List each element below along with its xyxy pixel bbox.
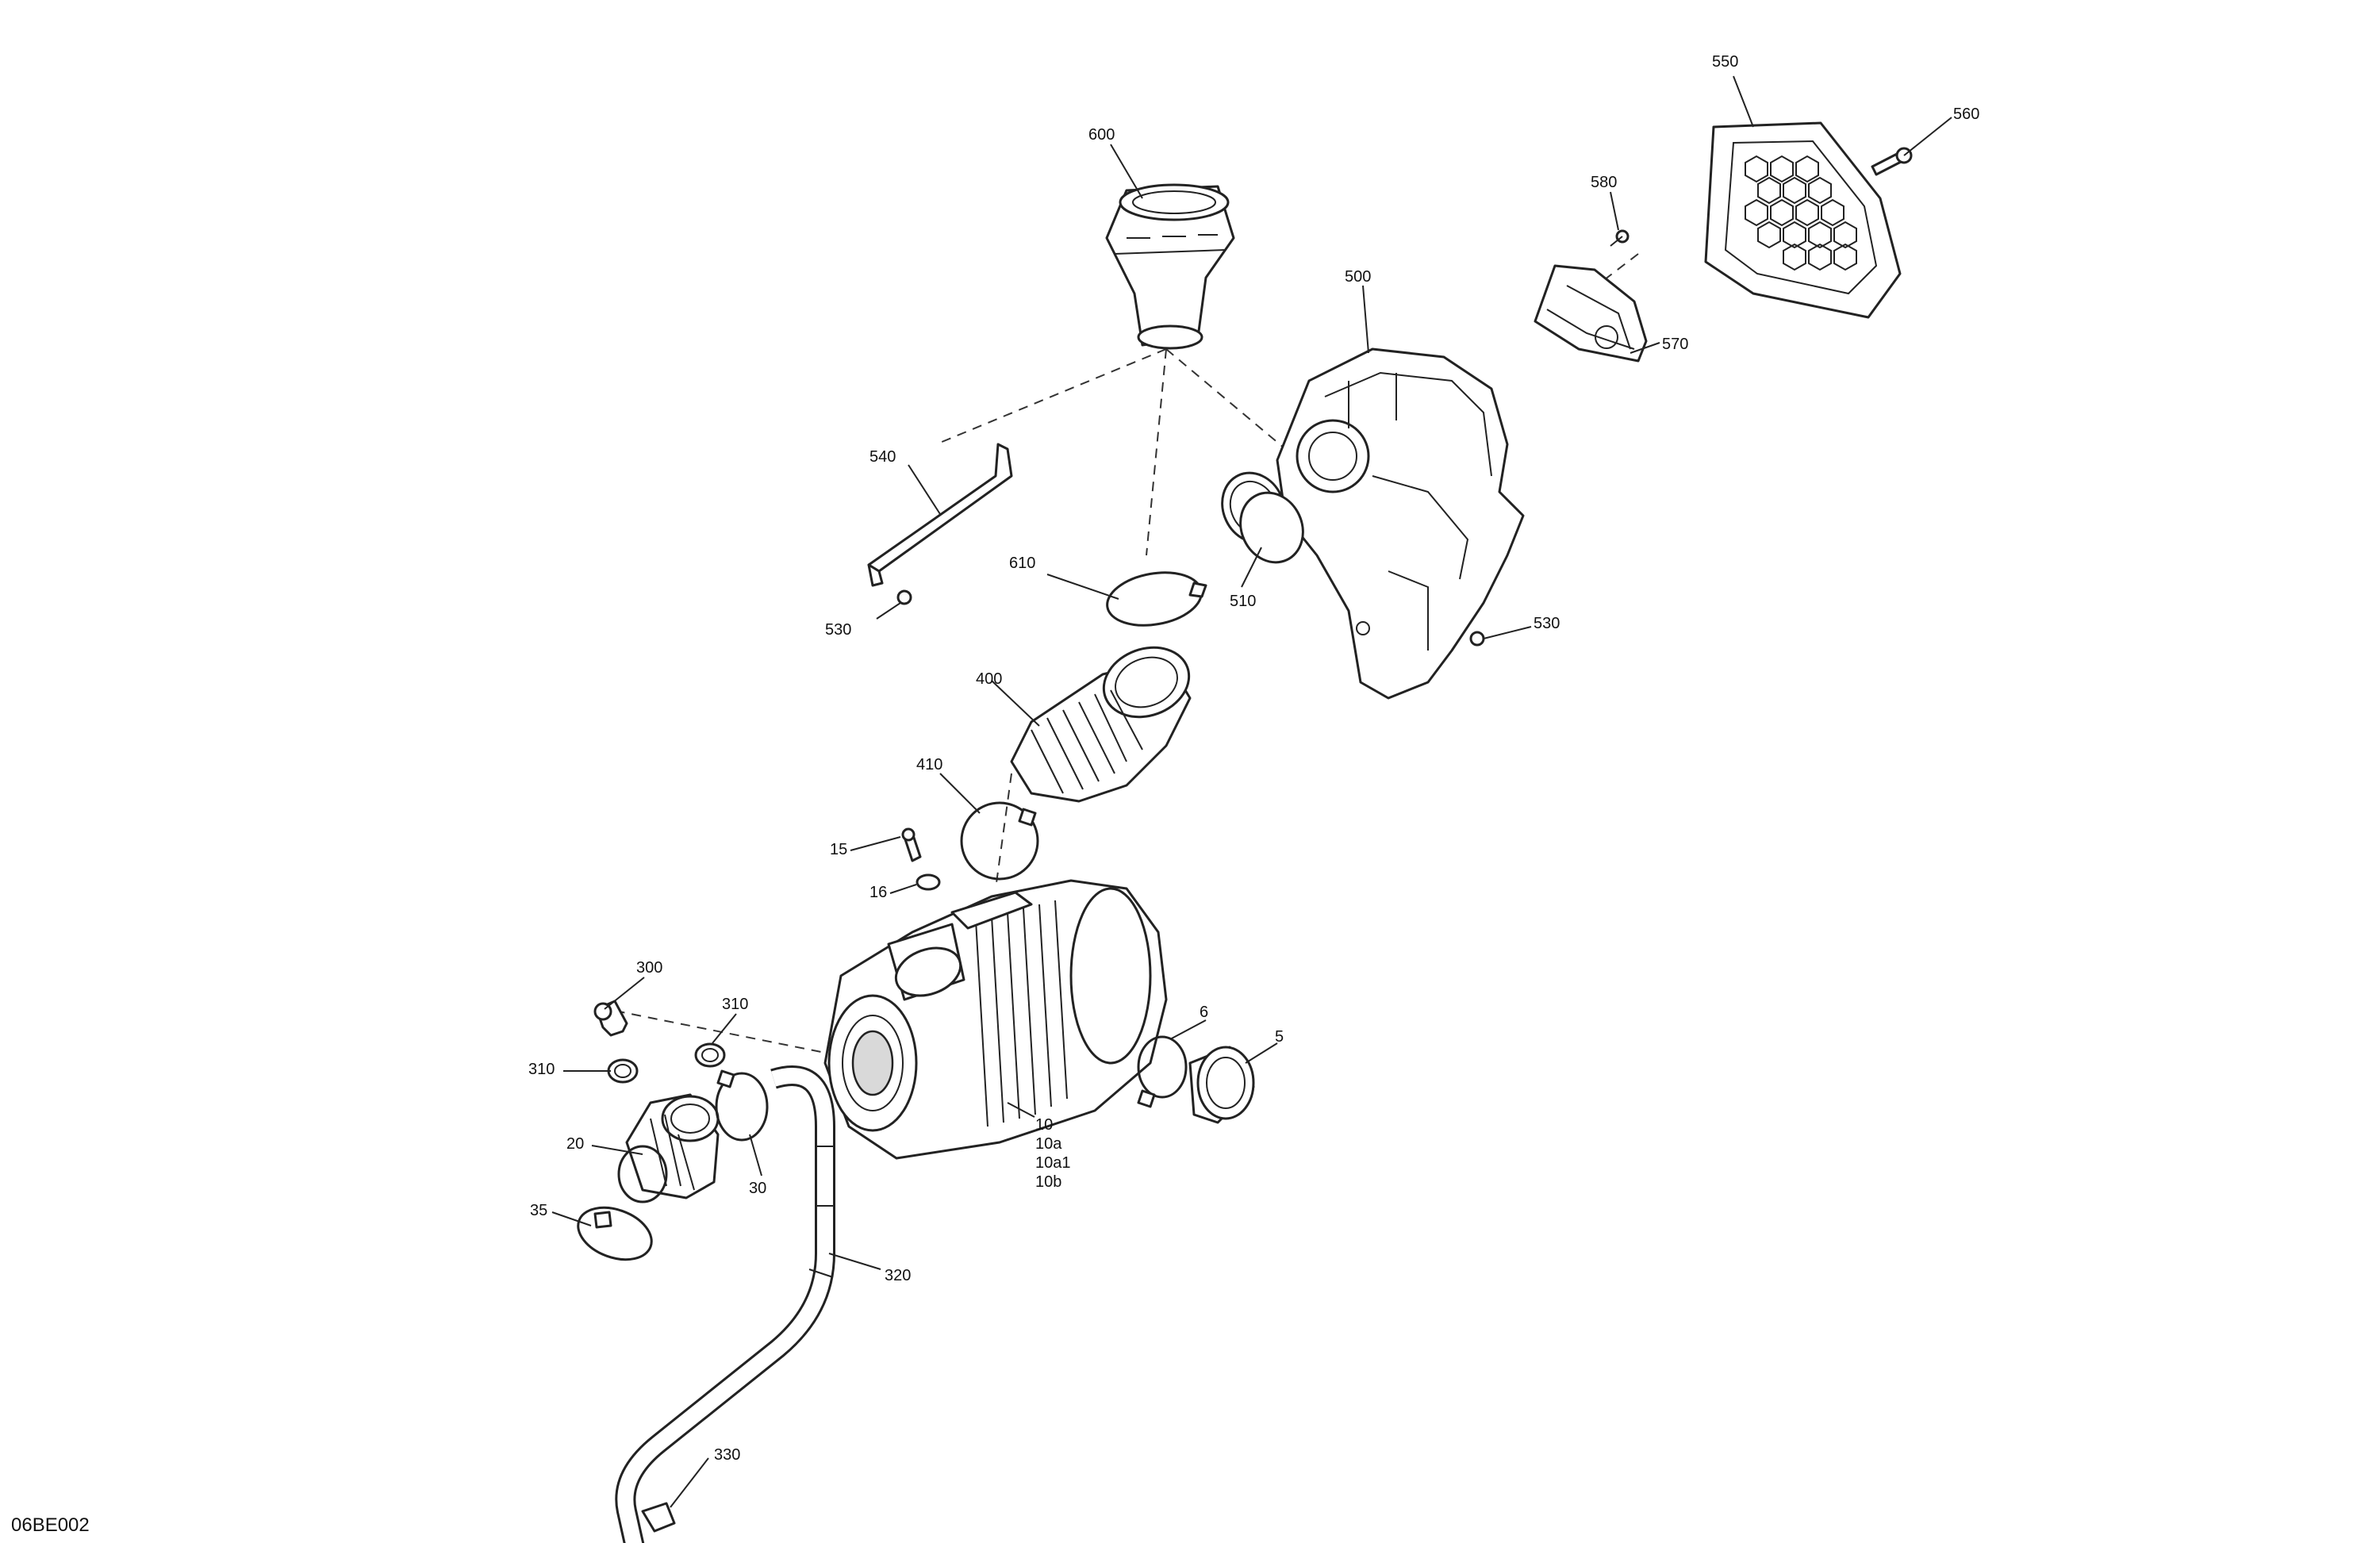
part-400-bellows (1010, 646, 1192, 803)
part-20-boot (617, 1093, 720, 1203)
part-510-seal (1221, 471, 1304, 564)
part-530-screw-left (896, 589, 912, 605)
part-320-hose (615, 1065, 835, 1543)
part-300-elbow (593, 1000, 628, 1037)
callout-500: 500 (1345, 268, 1371, 286)
callout-10b: 10b (1035, 1173, 1061, 1191)
part-570-cover (1534, 264, 1648, 363)
callout-300: 300 (636, 959, 662, 977)
callout-540: 540 (869, 448, 896, 466)
callout-610: 610 (1009, 555, 1035, 572)
part-540-bracket (867, 443, 1013, 587)
part-10-filter-canister (823, 879, 1168, 1160)
callout-510: 510 (1230, 593, 1256, 610)
figure-id: 06BE002 (11, 1514, 90, 1536)
part-600-duct (1105, 183, 1235, 350)
part-35-clamp (577, 1206, 653, 1261)
part-16-washer (916, 873, 941, 891)
part-5-adapter (1188, 1046, 1255, 1124)
leader-lines (551, 75, 1952, 1508)
part-560-screw (1871, 147, 1913, 176)
callout-330: 330 (714, 1446, 740, 1464)
callout-320: 320 (885, 1267, 911, 1284)
callout-530-left: 530 (825, 621, 851, 639)
part-610-clamp (1106, 571, 1207, 627)
callout-310-lower: 310 (528, 1061, 555, 1078)
callout-30: 30 (749, 1180, 766, 1197)
part-530-screw-right (1469, 631, 1485, 647)
part-6-clamp (1137, 1035, 1188, 1108)
callout-15: 15 (830, 841, 847, 858)
callout-16: 16 (869, 884, 887, 901)
callout-530-right: 530 (1534, 615, 1560, 632)
callout-35: 35 (530, 1202, 547, 1219)
callout-600: 600 (1088, 126, 1115, 144)
callout-550: 550 (1712, 53, 1738, 71)
part-330-fitting (641, 1502, 676, 1533)
part-310-clip-lower (607, 1058, 639, 1084)
callout-580: 580 (1591, 174, 1617, 191)
callout-10: 10 (1035, 1116, 1053, 1134)
callout-570: 570 (1662, 336, 1688, 353)
callout-10a1: 10a1 (1035, 1154, 1071, 1172)
callout-20: 20 (566, 1135, 584, 1153)
part-580-screw (1610, 229, 1630, 247)
callout-10a: 10a (1035, 1135, 1062, 1153)
part-310-clip-upper (694, 1042, 726, 1068)
part-410-clamp (960, 801, 1039, 881)
callout-5: 5 (1275, 1028, 1284, 1046)
part-500-housing (1276, 347, 1525, 700)
part-550-screen (1704, 121, 1902, 319)
callout-560: 560 (1953, 106, 1979, 123)
part-15-bolt (901, 827, 922, 862)
callout-6: 6 (1200, 1004, 1208, 1021)
callout-410: 410 (916, 756, 942, 773)
callout-labels: 550 560 580 600 500 570 540 610 510 530 … (528, 53, 1979, 1464)
part-30-clamp (715, 1069, 769, 1142)
callout-310-upper: 310 (722, 996, 748, 1013)
callout-400: 400 (976, 670, 1002, 688)
